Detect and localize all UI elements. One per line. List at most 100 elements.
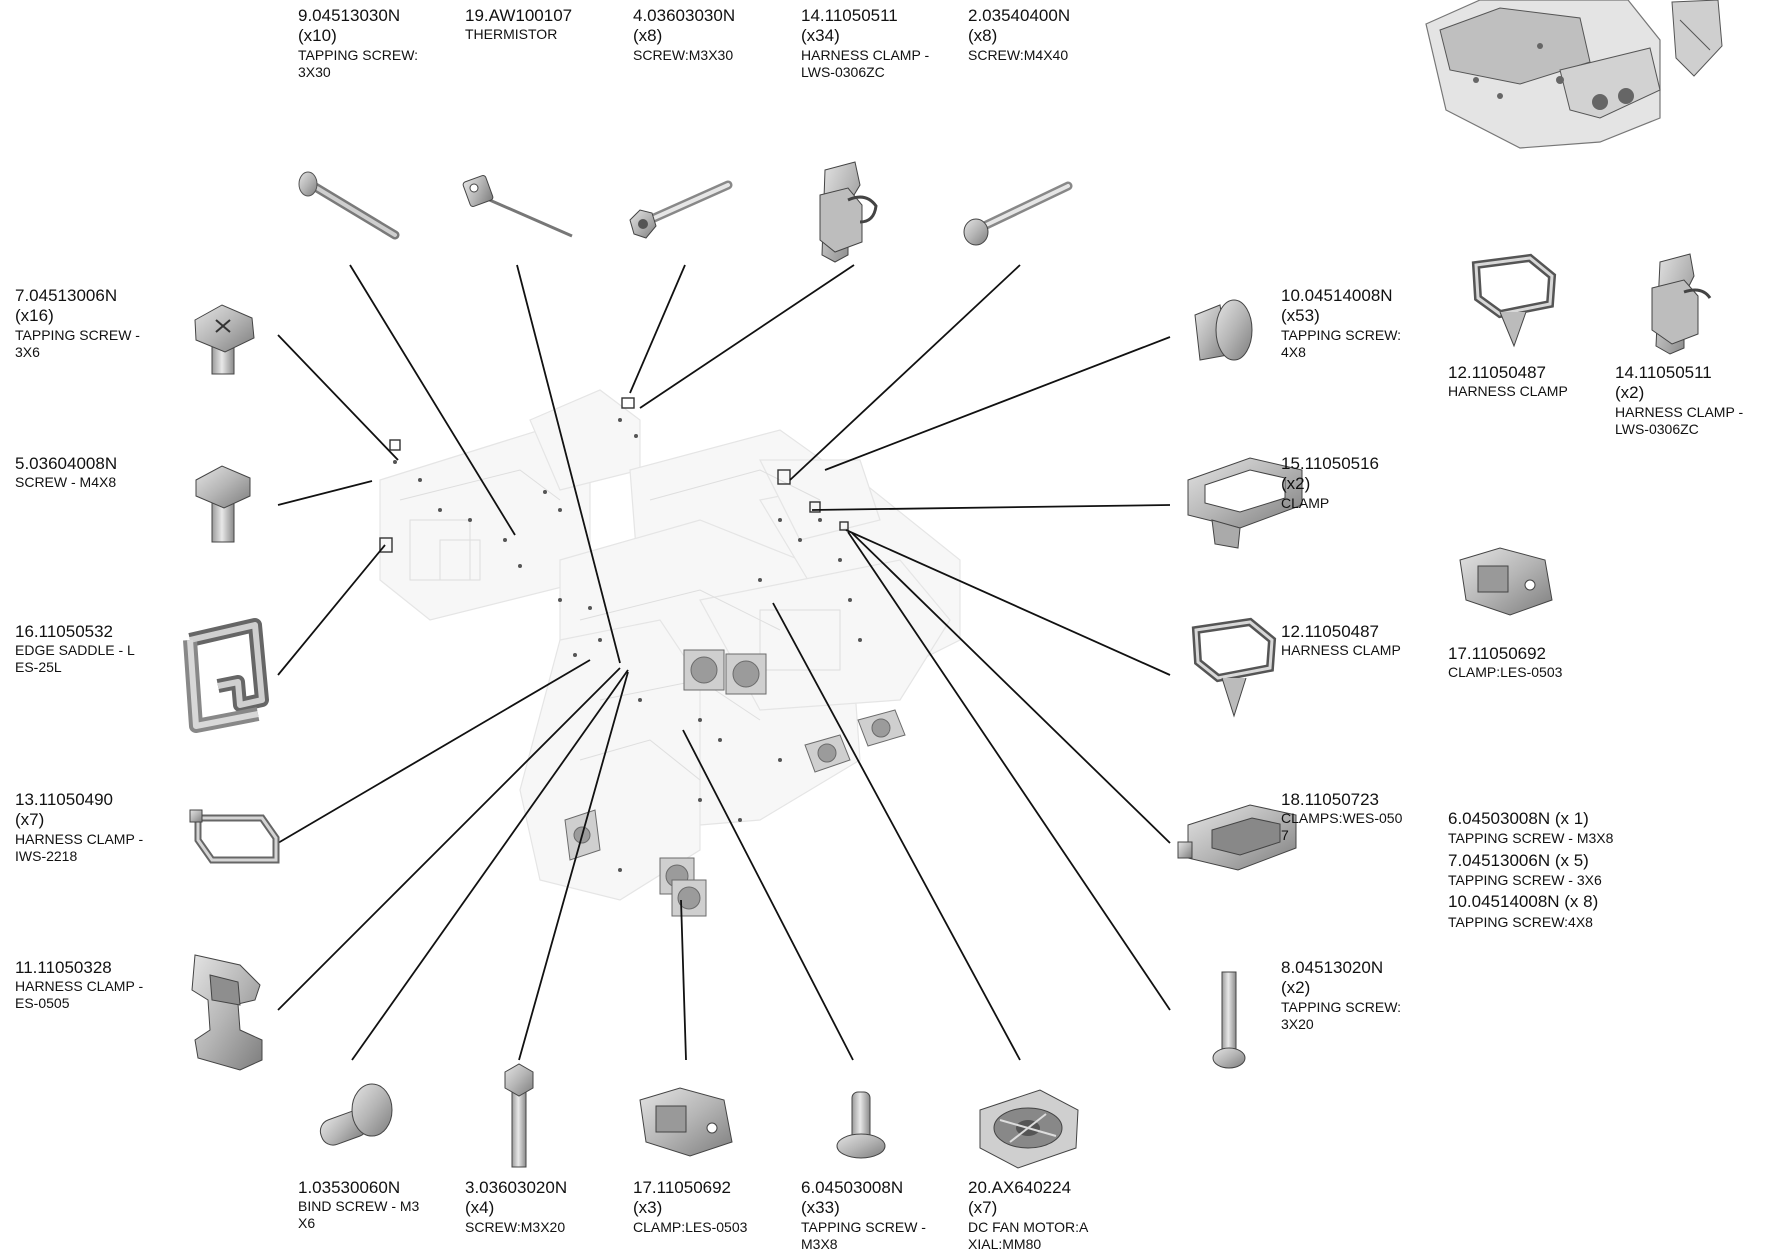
assembly-fan-units	[564, 649, 906, 917]
part-description: TAPPING SCREW: 3X20	[1281, 998, 1402, 1032]
part-number: 11.11050328	[15, 958, 112, 977]
part-number: 9.04513030N	[298, 6, 401, 25]
part-quantity: (x33)	[801, 1198, 840, 1218]
part-number: 12.11050487	[1281, 622, 1380, 641]
part-description: CLAMP	[1281, 494, 1330, 511]
part-description: SCREW:M3X30	[633, 46, 734, 63]
part-label-19: 19.AW100107 THERMISTOR	[465, 6, 572, 43]
part-number: 17.11050692	[1448, 644, 1547, 663]
part-description: TAPPING SCREW: 3X30	[298, 46, 419, 80]
part-description: HARNESS CLAMP - ES-0505	[15, 978, 144, 1012]
part-13-harness-clamp-icon	[189, 809, 280, 864]
part-number: 18.11050723	[1281, 790, 1380, 809]
part-label-14-right: 14.11050511 (x2) HARNESS CLAMP - LWS-030…	[1615, 363, 1743, 437]
part-description: BIND SCREW - M3 X6	[298, 1198, 420, 1232]
part-17-clamp-bottom-icon	[639, 1087, 733, 1157]
part-description: SCREW:M4X40	[968, 46, 1069, 63]
part-3-screw-icon	[504, 1063, 534, 1168]
part-15-clamp-icon	[1187, 457, 1303, 549]
part-8-tapping-screw-icon	[1212, 971, 1246, 1069]
part-number: 4.03603030N	[633, 6, 736, 25]
part-description: EDGE SADDLE - L ES-25L	[15, 642, 135, 676]
part-5-screw-icon	[195, 465, 251, 543]
part-12-harness-clamp-icon	[1191, 617, 1277, 718]
part-label-7: 7.04513006N (x16) TAPPING SCREW - 3X6	[15, 286, 140, 360]
part-10-tapping-screw-icon	[1194, 299, 1253, 361]
part-4-screw-icon	[629, 180, 733, 239]
part-14-harness-clamp-icon	[819, 161, 878, 263]
part-description: CLAMP:LES-0503	[1448, 664, 1563, 681]
part-label-13: 13.11050490 (x7) HARNESS CLAMP - IWS-221…	[15, 790, 143, 864]
part-1-bind-screw-icon	[319, 1083, 393, 1146]
part-label-17-right: 17.11050692 CLAMP:LES-0503	[1448, 644, 1562, 681]
part-quantity: (x2)	[1281, 474, 1311, 494]
part-description: HARNESS CLAMP - LWS-0306ZC	[801, 46, 930, 80]
part-number: 16.11050532	[15, 622, 114, 641]
part-16-edge-saddle-icon	[183, 618, 269, 733]
part-label-1: 1.03530060N BIND SCREW - M3 X6	[298, 1178, 419, 1232]
part-quantity: (x8)	[968, 26, 998, 46]
part-label-5: 5.03604008N SCREW - M4X8	[15, 454, 117, 491]
part-number: 20.AX640224	[968, 1178, 1072, 1197]
part-quantity: (x34)	[801, 26, 840, 46]
part-12-harness-clamp-right-icon	[1471, 253, 1557, 348]
note-part-description: TAPPING SCREW - M3X8	[1448, 830, 1614, 847]
part-number: 1.03530060N	[298, 1178, 401, 1197]
part-quantity: (x7)	[15, 810, 45, 830]
part-quantity: (x7)	[968, 1198, 998, 1218]
part-quantity: (x4)	[465, 1198, 495, 1218]
part-label-12-right: 12.11050487 HARNESS CLAMP	[1448, 363, 1568, 400]
leader-lines	[277, 264, 1171, 1061]
part-14-harness-clamp-right-icon	[1651, 253, 1712, 355]
part-7-tapping-screw-icon	[194, 304, 255, 375]
part-description: DC FAN MOTOR:A XIAL:MM80	[968, 1218, 1089, 1252]
part-label-15: 15.11050516 (x2) CLAMP	[1281, 454, 1379, 512]
assembly-clamp-markers	[379, 397, 849, 553]
part-description: SCREW:M3X20	[465, 1218, 566, 1235]
note-part-number: 6.04503008N (x 1)	[1448, 809, 1589, 828]
part-label-14: 14.11050511 (x34) HARNESS CLAMP - LWS-03…	[801, 6, 929, 80]
assembly-overview-thumbnail	[1425, 0, 1723, 149]
part-label-12: 12.11050487 HARNESS CLAMP	[1281, 622, 1401, 659]
part-label-3: 3.03603020N (x4) SCREW:M3X20	[465, 1178, 567, 1236]
part-18-clamps-icon	[1177, 804, 1297, 871]
note-part-description: TAPPING SCREW - 3X6	[1448, 871, 1602, 888]
part-label-16: 16.11050532 EDGE SADDLE - L ES-25L	[15, 622, 135, 676]
part-description: TAPPING SCREW: 4X8	[1281, 326, 1402, 360]
part-number: 14.11050511	[801, 6, 898, 25]
part-label-17: 17.11050692 (x3) CLAMP:LES-0503	[633, 1178, 747, 1236]
part-label-10: 10.04514008N (x53) TAPPING SCREW: 4X8	[1281, 286, 1401, 360]
main-assembly	[379, 389, 961, 901]
part-number: 15.11050516	[1281, 454, 1380, 473]
part-number: 14.11050511	[1615, 363, 1712, 382]
part-2-screw-icon	[963, 181, 1073, 246]
part-number: 10.04514008N	[1281, 286, 1393, 305]
part-number: 19.AW100107	[465, 6, 573, 25]
part-label-18: 18.11050723 CLAMPS:WES-050 7	[1281, 790, 1402, 844]
part-quantity: (x53)	[1281, 306, 1320, 326]
part-9-tapping-screw-icon	[298, 171, 400, 240]
part-number: 7.04513006N	[15, 286, 118, 305]
part-label-20: 20.AX640224 (x7) DC FAN MOTOR:A XIAL:MM8…	[968, 1178, 1088, 1252]
part-description: THERMISTOR	[465, 26, 558, 43]
part-number: 2.03540400N	[968, 6, 1071, 25]
part-number: 6.04503008N	[801, 1178, 904, 1197]
part-quantity: (x3)	[633, 1198, 663, 1218]
part-quantity: (x2)	[1615, 383, 1645, 403]
part-quantity: (x8)	[633, 26, 663, 46]
part-11-harness-clamp-icon	[191, 954, 263, 1071]
note-part-number: 10.04514008N (x 8)	[1448, 892, 1599, 912]
part-17-clamp-right-icon	[1459, 547, 1553, 616]
part-6-tapping-screw-icon	[836, 1091, 886, 1159]
part-description: SCREW - M4X8	[15, 474, 117, 491]
part-quantity: (x10)	[298, 26, 337, 46]
part-description: HARNESS CLAMP	[1281, 642, 1401, 659]
part-description: TAPPING SCREW - M3X8	[801, 1218, 926, 1252]
part-description: HARNESS CLAMP	[1448, 383, 1568, 400]
part-description: HARNESS CLAMP - LWS-0306ZC	[1615, 403, 1744, 437]
part-number: 12.11050487	[1448, 363, 1547, 382]
part-19-thermistor-icon	[462, 175, 573, 238]
additional-parts-note: 6.04503008N (x 1) TAPPING SCREW - M3X8 7…	[1448, 806, 1613, 934]
